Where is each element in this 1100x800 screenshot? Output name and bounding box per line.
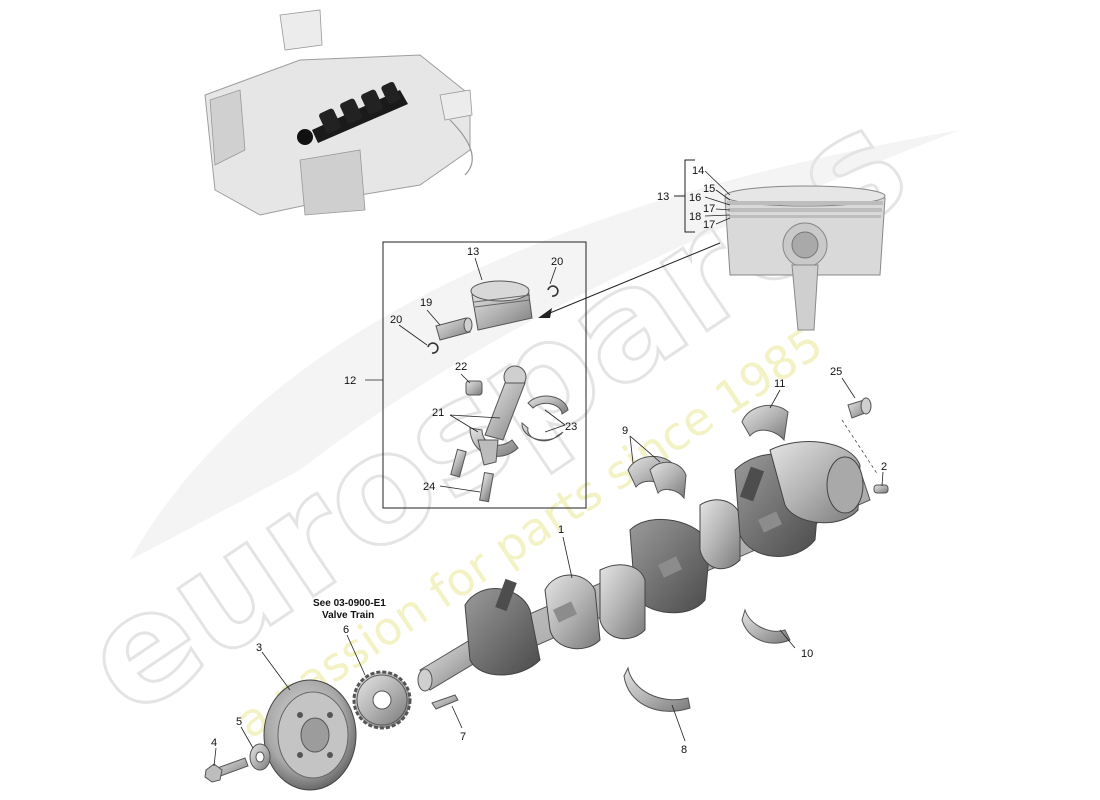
callout-17a: 17 (703, 203, 715, 215)
callout-18: 18 (689, 211, 701, 223)
pulley-bolt (204, 757, 249, 783)
con-rod-bearing-upper (527, 395, 569, 415)
callout-2: 2 (881, 461, 887, 473)
crankshaft (417, 441, 871, 692)
con-rod-bolt-2 (479, 471, 494, 503)
circlip-right (547, 285, 559, 297)
piston (470, 280, 533, 331)
ring-leaders (704, 170, 731, 225)
callout-24: 24 (423, 481, 435, 493)
box-leaders (365, 257, 566, 493)
callout-10: 10 (801, 648, 813, 660)
piston-pin (435, 317, 473, 341)
circlip-left (427, 342, 439, 354)
detail-arrowhead (538, 308, 552, 318)
reference-note-line1: See 03-0900-E1 (313, 598, 386, 609)
callout-3: 3 (256, 642, 262, 654)
callout-15: 15 (703, 183, 715, 195)
callout-13-group: 13 (657, 191, 669, 203)
thrust-bearing-9b (649, 461, 687, 500)
highlighted-crankshaft (297, 81, 408, 145)
callout-20a: 20 (390, 314, 402, 326)
con-rod-bolt-1 (450, 448, 467, 478)
piston-enlarged (724, 185, 886, 331)
callout-13: 13 (467, 246, 479, 258)
reference-note: See 03-0900-E1 Valve Train (313, 598, 386, 621)
callout-8: 8 (681, 744, 687, 756)
spigot-bush (847, 397, 872, 419)
callout-5: 5 (236, 716, 242, 728)
key (431, 694, 459, 710)
small-end-bush (465, 380, 483, 396)
main-bearing-10 (741, 608, 791, 644)
callout-6: 6 (343, 624, 349, 636)
callout-1: 1 (558, 524, 564, 536)
callout-11: 11 (774, 378, 785, 390)
callout-25: 25 (830, 366, 842, 378)
callout-21: 21 (432, 407, 444, 419)
callout-7: 7 (460, 731, 466, 743)
con-rod-assembly-box (382, 241, 587, 509)
dowel-pin (873, 484, 889, 494)
callout-23: 23 (565, 421, 577, 433)
main-bearing-11 (741, 404, 789, 442)
callout-4: 4 (211, 737, 217, 749)
timing-sprocket (352, 670, 412, 730)
reference-note-line2: Valve Train (322, 610, 374, 621)
callout-16: 16 (689, 192, 701, 204)
con-rod-bearing-lower (521, 422, 564, 442)
callout-22: 22 (455, 361, 467, 373)
callout-9: 9 (622, 425, 628, 437)
main-bearing-8 (623, 666, 691, 712)
callout-14: 14 (692, 165, 704, 177)
connecting-rod (469, 365, 527, 466)
callout-19: 19 (420, 297, 432, 309)
crankshaft-pulley (263, 679, 357, 791)
callout-20b: 20 (551, 256, 563, 268)
detail-arrow (544, 242, 721, 316)
engine-overview-thumbnail (204, 9, 473, 216)
callouts: 1 2 3 4 5 6 7 8 9 10 11 12 13 13 14 15 1… (211, 165, 887, 756)
spigot-bush-dashed-leader (841, 419, 879, 476)
washer (249, 743, 271, 771)
callout-17b: 17 (703, 219, 715, 231)
callout-12: 12 (344, 375, 356, 387)
